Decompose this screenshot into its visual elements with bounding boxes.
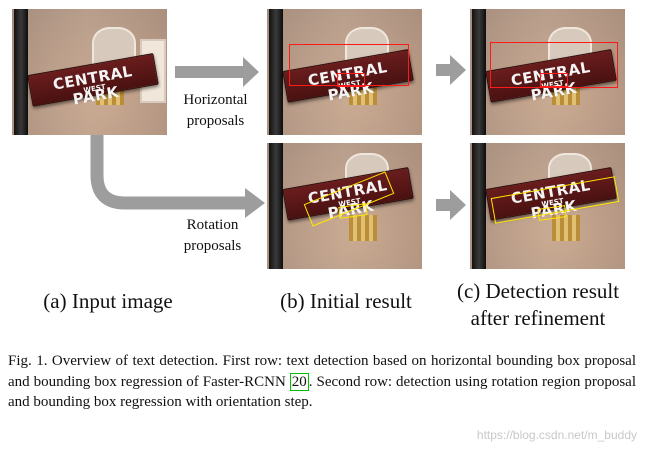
horizontal-box-main [289,44,409,86]
horizontal-proposals-label: Horizontal proposals [183,92,248,129]
refined-horizontal-box-sub [540,73,568,87]
figure-caption: Fig. 1. Overview of text detection. Firs… [8,353,636,410]
horizontal-arrow [175,57,259,87]
refine-arrow-bottom [450,190,466,220]
refine-arrow-top [450,55,466,85]
input-image: CENTRAL PARK WEST [12,9,167,135]
horizontal-box-sub [337,73,365,87]
refined-horizontal-box-main [490,42,618,88]
refined-result-rotation: CENTRAL PARK WEST [470,143,625,269]
refined-result-horizontal: CENTRAL PARK WEST [470,9,625,135]
subfigure-a-label: (a) Input image [43,289,173,313]
citation-link[interactable]: 20 [289,372,309,391]
watermark: https://blog.csdn.net/m_buddy [476,428,637,442]
initial-result-rotation: CENTRAL PARK WEST [267,143,422,269]
initial-result-horizontal: CENTRAL PARK WEST [267,9,422,135]
rotation-arrow [90,135,265,218]
subfigure-c-label: (c) Detection result after refinement [456,279,620,330]
rotation-proposals-label: Rotation proposals [183,217,242,254]
subfigure-b-label: (b) Initial result [280,289,412,313]
